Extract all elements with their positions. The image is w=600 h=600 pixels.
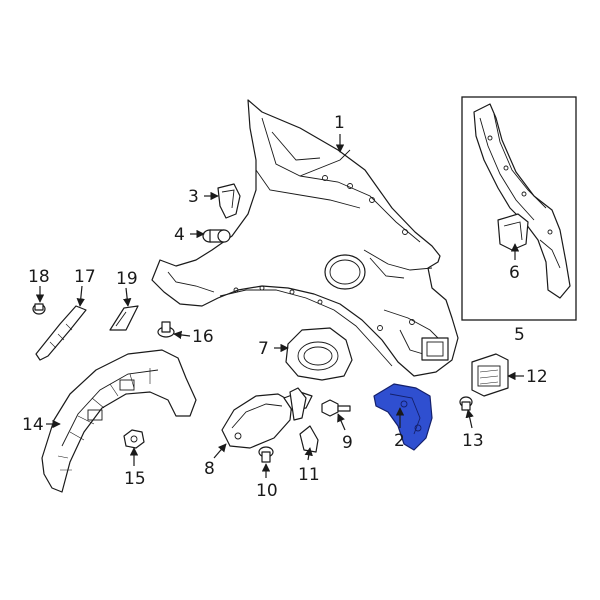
vent-part (471, 353, 509, 397)
callout-18: 18 (28, 267, 50, 287)
quarter-panel-part (151, 99, 459, 377)
reinforcement-bracket-part-highlighted (373, 383, 433, 451)
fuel-filler-housing-part (285, 327, 353, 381)
seal-part (299, 425, 319, 453)
callout-14: 14 (22, 415, 44, 435)
callout-6: 6 (509, 263, 520, 283)
inner-pillar-part (473, 103, 571, 299)
clip-part (32, 303, 46, 315)
callout-17: 17 (74, 267, 96, 287)
callout-15: 15 (124, 469, 146, 489)
callout-5: 5 (514, 325, 525, 345)
callout-1: 1 (334, 113, 345, 133)
callout-4: 4 (174, 225, 185, 245)
callout-12: 12 (526, 367, 548, 387)
bushing-part (202, 229, 231, 243)
fuel-door-part (221, 387, 313, 449)
push-pin-part (258, 446, 274, 463)
callout-8: 8 (204, 459, 215, 479)
bolt-part (321, 399, 351, 417)
callout-10: 10 (256, 481, 278, 501)
trim-plate-part (109, 305, 139, 331)
callout-11: 11 (298, 465, 320, 485)
callout-labels: 1 2 3 4 5 6 7 8 9 10 11 12 13 14 15 16 1… (22, 113, 548, 501)
callout-3: 3 (188, 187, 199, 207)
callout-7: 7 (258, 339, 269, 359)
guard-bracket-part (35, 305, 87, 361)
bracket-clip-part (217, 183, 241, 219)
callout-19: 19 (116, 269, 138, 289)
nut-part (123, 429, 145, 449)
retainer-part (157, 321, 175, 338)
inset-frame (461, 96, 577, 321)
callout-13: 13 (462, 431, 484, 451)
grommet-part (459, 396, 473, 411)
callout-2: 2 (394, 431, 405, 451)
leader-lines (35, 134, 524, 478)
wheelhouse-liner-part (41, 349, 197, 493)
pillar-bracket-part (497, 213, 529, 251)
callout-9: 9 (342, 433, 353, 453)
callout-16: 16 (192, 327, 214, 347)
